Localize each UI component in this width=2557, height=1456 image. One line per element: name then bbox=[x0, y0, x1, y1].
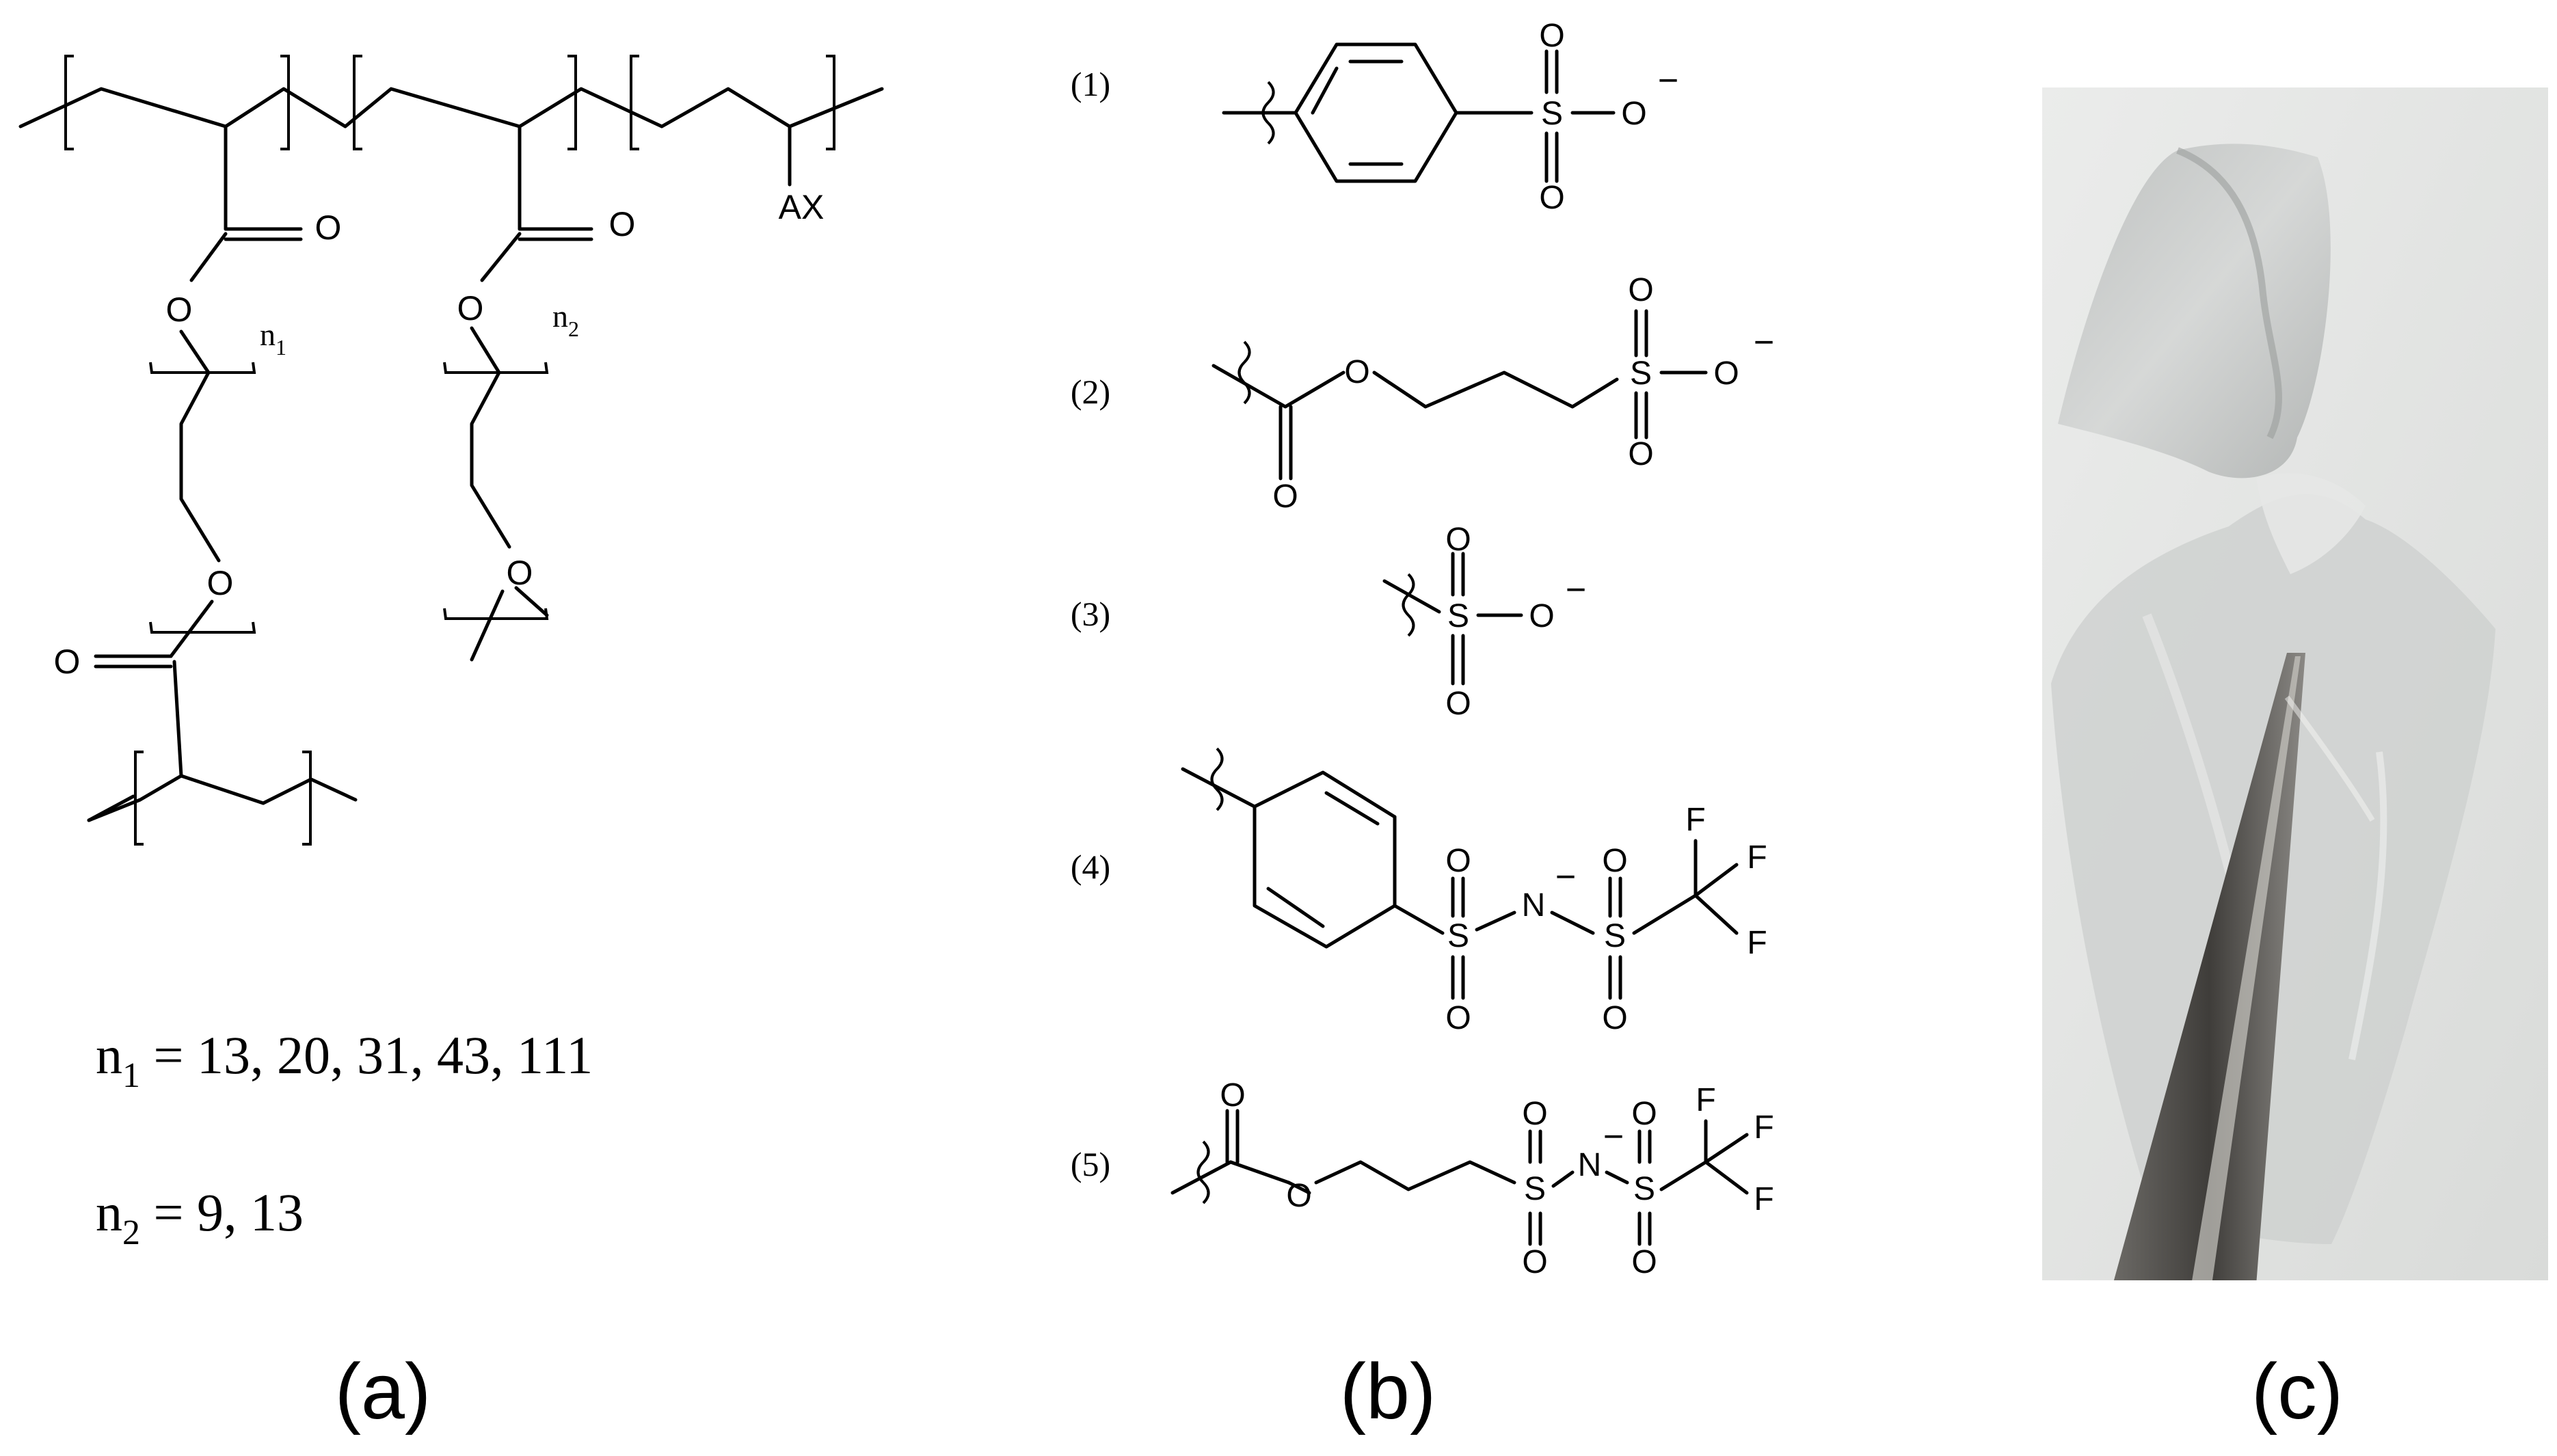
atom-o: O bbox=[1220, 1077, 1245, 1114]
charge-minus: − bbox=[1566, 570, 1586, 610]
panel-a-atoms: O O O O O O O AX n1 n2 n1 = 13, 20, 31, … bbox=[54, 188, 825, 1435]
atom-o: O bbox=[609, 205, 636, 243]
charge-minus: − bbox=[1603, 1117, 1624, 1157]
atom-s: S bbox=[1447, 598, 1469, 634]
atom-o: O bbox=[1713, 355, 1739, 392]
atom-o: O bbox=[1522, 1244, 1547, 1280]
atom-f: F bbox=[1696, 1082, 1715, 1118]
atom-o: O bbox=[1445, 1000, 1471, 1036]
panel-b-atoms: (1) S O O O − (2) O O S O O O − (3) S O … bbox=[1071, 18, 1774, 1435]
atom-o: O bbox=[457, 289, 484, 327]
atom-o: O bbox=[207, 564, 234, 602]
atom-o: O bbox=[1445, 522, 1471, 558]
atom-f: F bbox=[1754, 1109, 1773, 1146]
atom-o: O bbox=[1445, 843, 1471, 879]
panel-c-photo bbox=[2042, 87, 2548, 1280]
tweezers bbox=[2113, 653, 2305, 1280]
item-number-2: (2) bbox=[1071, 373, 1110, 411]
atom-s: S bbox=[1633, 1171, 1655, 1207]
subscript-n1: n1 bbox=[260, 317, 286, 360]
item-number-3: (3) bbox=[1071, 595, 1110, 633]
atom-o: O bbox=[315, 208, 342, 247]
atom-s: S bbox=[1447, 918, 1469, 954]
atom-o: O bbox=[1539, 18, 1564, 54]
atom-o: O bbox=[1602, 1000, 1627, 1036]
charge-minus: − bbox=[1555, 857, 1576, 897]
panel-label-c: (c) bbox=[2251, 1348, 2343, 1435]
atom-o: O bbox=[1628, 436, 1653, 472]
item-number-4: (4) bbox=[1071, 848, 1110, 886]
atom-s: S bbox=[1630, 355, 1652, 392]
atom-f: F bbox=[1747, 839, 1767, 876]
atom-o: O bbox=[166, 291, 193, 329]
atom-o: O bbox=[1539, 180, 1564, 216]
atom-o: O bbox=[1602, 843, 1627, 879]
equation-n2: n2 = 9, 13 bbox=[96, 1183, 304, 1252]
panel-a-structure bbox=[18, 55, 884, 846]
subscript-n2: n2 bbox=[552, 299, 579, 341]
atom-s: S bbox=[1524, 1171, 1546, 1207]
atom-o: O bbox=[1529, 598, 1554, 634]
atom-n: N bbox=[1578, 1147, 1602, 1183]
atom-f: F bbox=[1754, 1181, 1773, 1217]
atom-s: S bbox=[1541, 96, 1563, 132]
atom-o: O bbox=[54, 643, 81, 681]
atom-s: S bbox=[1604, 918, 1626, 954]
atom-o: O bbox=[1522, 1096, 1547, 1132]
panel-label-b: (b) bbox=[1340, 1348, 1436, 1435]
atom-o: O bbox=[1631, 1244, 1657, 1280]
atom-o: O bbox=[1272, 478, 1298, 515]
atom-f: F bbox=[1747, 925, 1767, 961]
atom-o: O bbox=[1628, 272, 1653, 308]
equation-n1: n1 = 13, 20, 31, 43, 111 bbox=[96, 1025, 593, 1095]
item-number-1: (1) bbox=[1071, 65, 1110, 103]
panel-b-structures bbox=[1170, 42, 1749, 1246]
charge-minus: − bbox=[1658, 61, 1678, 100]
charge-minus: − bbox=[1754, 323, 1774, 362]
atom-o: O bbox=[1344, 354, 1369, 390]
atom-n: N bbox=[1522, 887, 1546, 924]
film-curl bbox=[2058, 144, 2331, 478]
atom-o: O bbox=[1286, 1178, 1311, 1214]
atom-o: O bbox=[507, 554, 533, 592]
panel-label-a: (a) bbox=[335, 1348, 431, 1435]
atom-o: O bbox=[1621, 96, 1646, 132]
item-number-5: (5) bbox=[1071, 1145, 1110, 1183]
atom-o: O bbox=[1631, 1096, 1657, 1132]
atom-o: O bbox=[1445, 686, 1471, 722]
atom-f: F bbox=[1685, 802, 1705, 838]
atom-ax: AX bbox=[779, 188, 825, 226]
